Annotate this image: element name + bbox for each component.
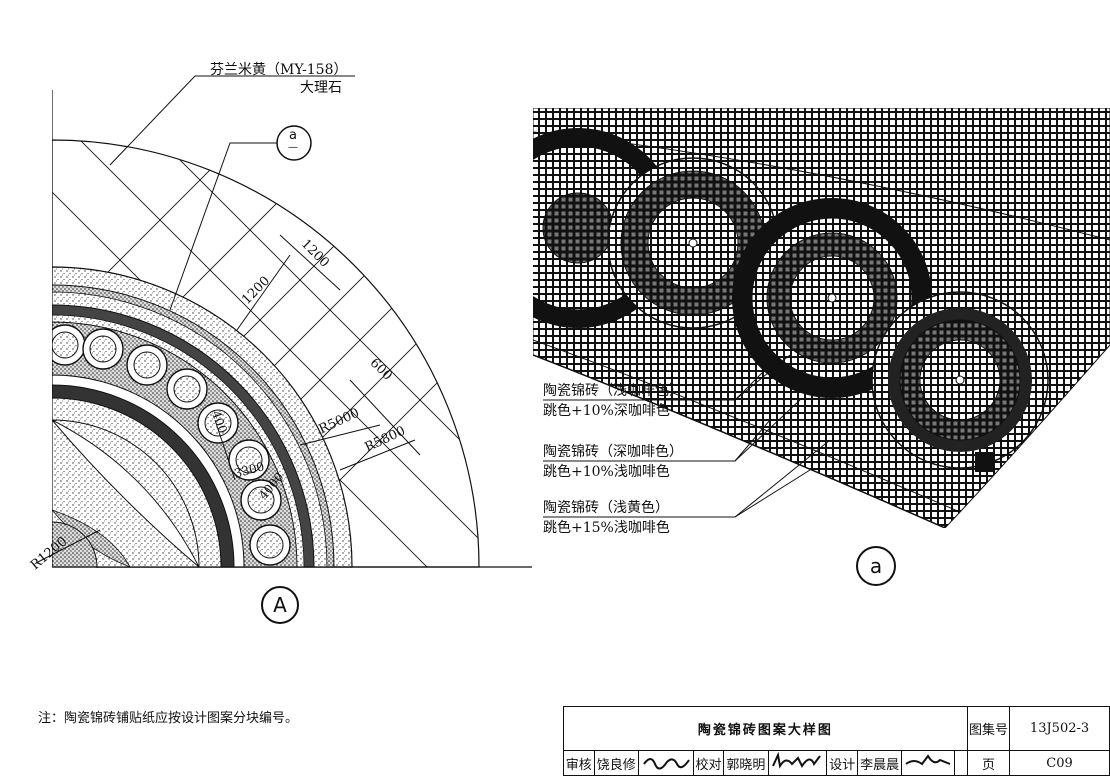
- legend-desc-2: 跳色+10%浅咖啡色: [543, 464, 670, 480]
- detail-a: [533, 108, 1110, 528]
- marble-type: 大理石: [300, 80, 342, 96]
- check-label: 校对: [692, 750, 725, 776]
- drawing-title: 陶瓷锦砖图案大样图: [563, 706, 968, 751]
- detail-label-a: a: [856, 546, 896, 586]
- review-label: 审核: [563, 750, 595, 776]
- legend-desc-3: 跳色+15%浅咖啡色: [543, 520, 670, 536]
- title-block-spacer: [954, 750, 968, 776]
- plan-label-a: A: [261, 586, 299, 624]
- atlas-label: 图集号: [966, 706, 1011, 751]
- page-label: 页: [966, 750, 1011, 776]
- designer-name: 李晨晨: [856, 750, 903, 776]
- legend-desc-1: 跳色+10%深咖啡色: [543, 403, 670, 419]
- title-block: 陶瓷锦砖图案大样图 图集号 13J502-3 审核 饶良修 校对 郭晓明 设计 …: [563, 706, 1110, 776]
- reviewer-name: 饶良修: [593, 750, 639, 776]
- design-label: 设计: [826, 750, 858, 776]
- detail-callout: a —: [278, 127, 308, 157]
- checker-name: 郭晓明: [723, 750, 769, 776]
- page-number: C09: [1009, 750, 1110, 776]
- plan-leaders: [35, 75, 421, 564]
- designer-signature: [901, 750, 956, 776]
- legend-name-3: 陶瓷锦砖（浅黄色）: [543, 500, 669, 516]
- checker-signature: [767, 750, 828, 776]
- drawing-note: 注：陶瓷锦砖铺贴纸应按设计图案分块编号。: [38, 711, 299, 726]
- marble-name: 芬兰米黄（MY-158）: [210, 62, 348, 78]
- legend-name-1: 陶瓷锦砖（浅咖啡色）: [543, 383, 683, 399]
- detail-callout-letter: a: [289, 128, 297, 143]
- atlas-number: 13J502-3: [1009, 706, 1110, 751]
- detail-callout-sub: —: [288, 142, 298, 153]
- plan-a: [52, 90, 532, 568]
- reviewer-signature: [637, 750, 694, 776]
- legend-leaders: [543, 354, 831, 518]
- legend-name-2: 陶瓷锦砖（深咖啡色）: [543, 444, 683, 460]
